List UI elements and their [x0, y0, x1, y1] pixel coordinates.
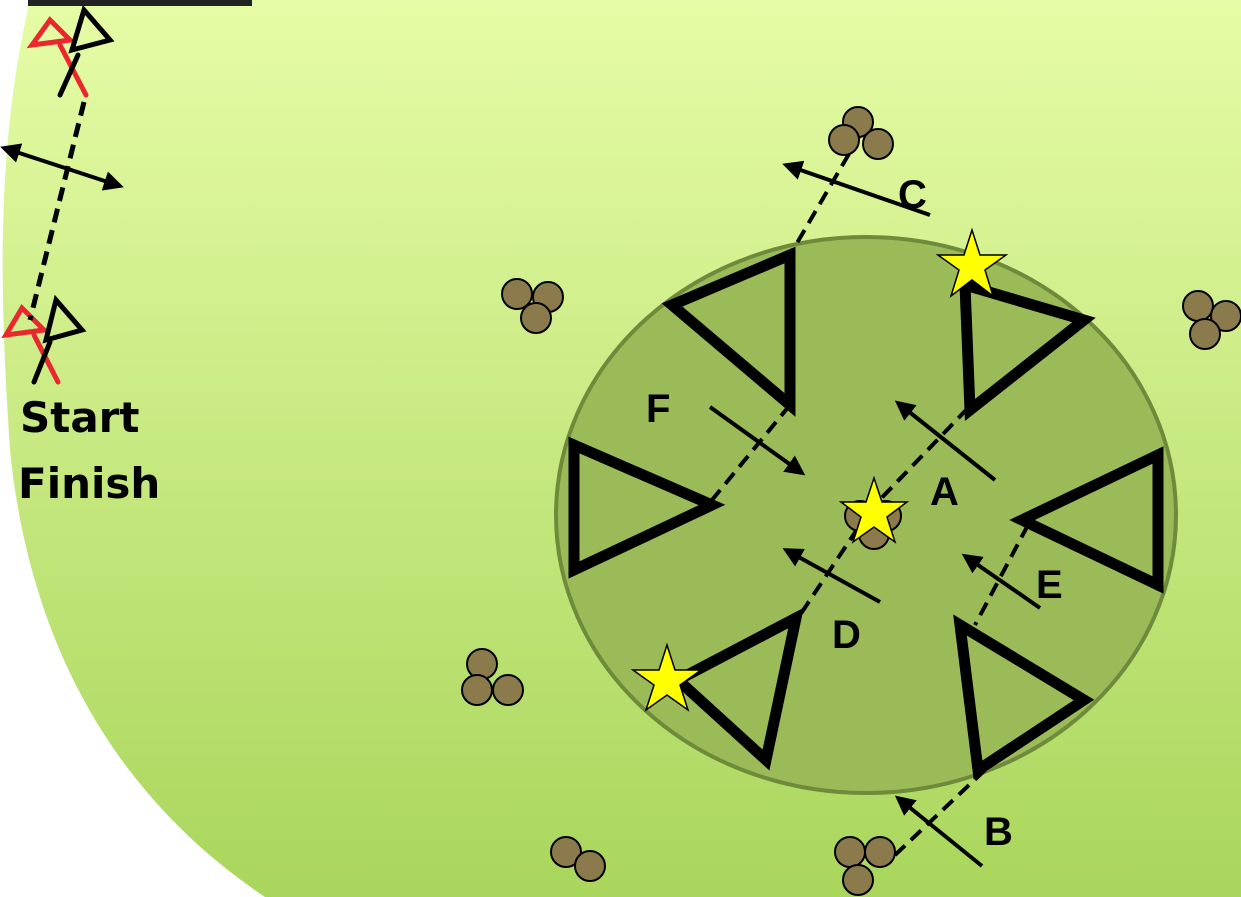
label-a: A: [930, 470, 959, 514]
label-e: E: [1036, 563, 1063, 607]
label-c: C: [898, 173, 927, 217]
label-f: F: [646, 387, 670, 431]
top-rule: [28, 0, 252, 6]
start-label: Start: [20, 393, 139, 442]
finish-label: Finish: [18, 459, 160, 508]
label-b: B: [984, 810, 1013, 854]
label-d: D: [832, 613, 861, 657]
